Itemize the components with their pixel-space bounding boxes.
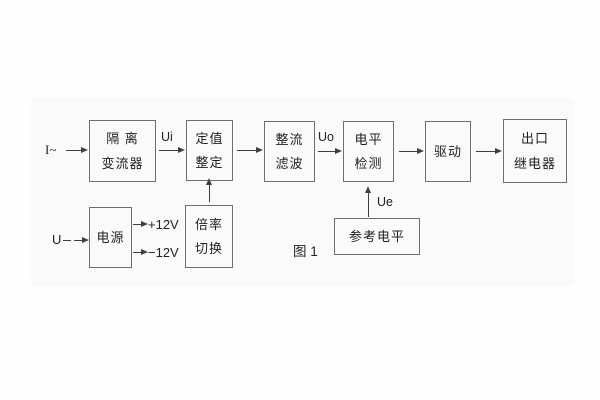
block-label: 电平 <box>354 132 383 147</box>
block-label: 定值 <box>195 131 224 146</box>
label-ue: Ue <box>377 195 393 209</box>
arrow-ue <box>365 186 371 217</box>
line-input-voltage <box>63 240 71 241</box>
arrow-drive-to-relay <box>476 148 502 154</box>
arrow-input-current <box>66 147 88 153</box>
block-reference-level: 参考电平 <box>334 218 420 255</box>
label-input-voltage: U <box>52 232 62 247</box>
block-label: 隔 离 <box>106 131 139 147</box>
label-ui: Ui <box>161 130 173 144</box>
block-ratio-switch: 倍率 切换 <box>185 205 233 268</box>
arrow-rail-negative <box>133 249 148 255</box>
figure-photo-background <box>31 98 573 286</box>
block-label: 整流 <box>275 132 304 147</box>
block-isolation-transformer: 隔 离 变流器 <box>89 120 156 182</box>
block-label: 电源 <box>96 230 125 245</box>
block-label: 倍率 <box>194 216 223 232</box>
label-rail-positive: +12V <box>148 217 179 232</box>
block-power-supply: 电源 <box>89 207 132 268</box>
block-label: 出口 <box>520 131 549 146</box>
label-rail-negative: −12V <box>148 245 179 260</box>
block-label: 变流器 <box>101 155 144 171</box>
figure-caption: 图 1 <box>293 244 318 259</box>
arrow-rail-positive <box>133 221 148 227</box>
arrow-ui <box>159 147 185 153</box>
arrow-ratio-to-setting <box>206 178 212 202</box>
arrow-uo <box>318 148 342 154</box>
block-label: 参考电平 <box>348 229 405 244</box>
block-rectifier-filter: 整流 滤波 <box>264 121 315 182</box>
block-label: 切换 <box>194 241 223 257</box>
block-label: 滤波 <box>275 156 304 171</box>
block-setting-adjust: 定值 整定 <box>186 120 233 181</box>
block-label: 整定 <box>195 155 224 170</box>
block-drive: 驱动 <box>425 121 471 182</box>
label-uo: Uo <box>318 130 334 144</box>
arrow-detect-to-drive <box>399 148 424 154</box>
block-label: 继电器 <box>513 156 556 171</box>
arrow-setting-to-rectifier <box>237 147 263 153</box>
label-input-current: I~ <box>45 142 57 157</box>
block-output-relay: 出口 继电器 <box>503 119 567 183</box>
block-label: 检测 <box>354 156 383 171</box>
block-label: 驱动 <box>433 144 462 159</box>
arrow-input-voltage <box>74 237 89 243</box>
block-level-detect: 电平 检测 <box>343 121 394 182</box>
